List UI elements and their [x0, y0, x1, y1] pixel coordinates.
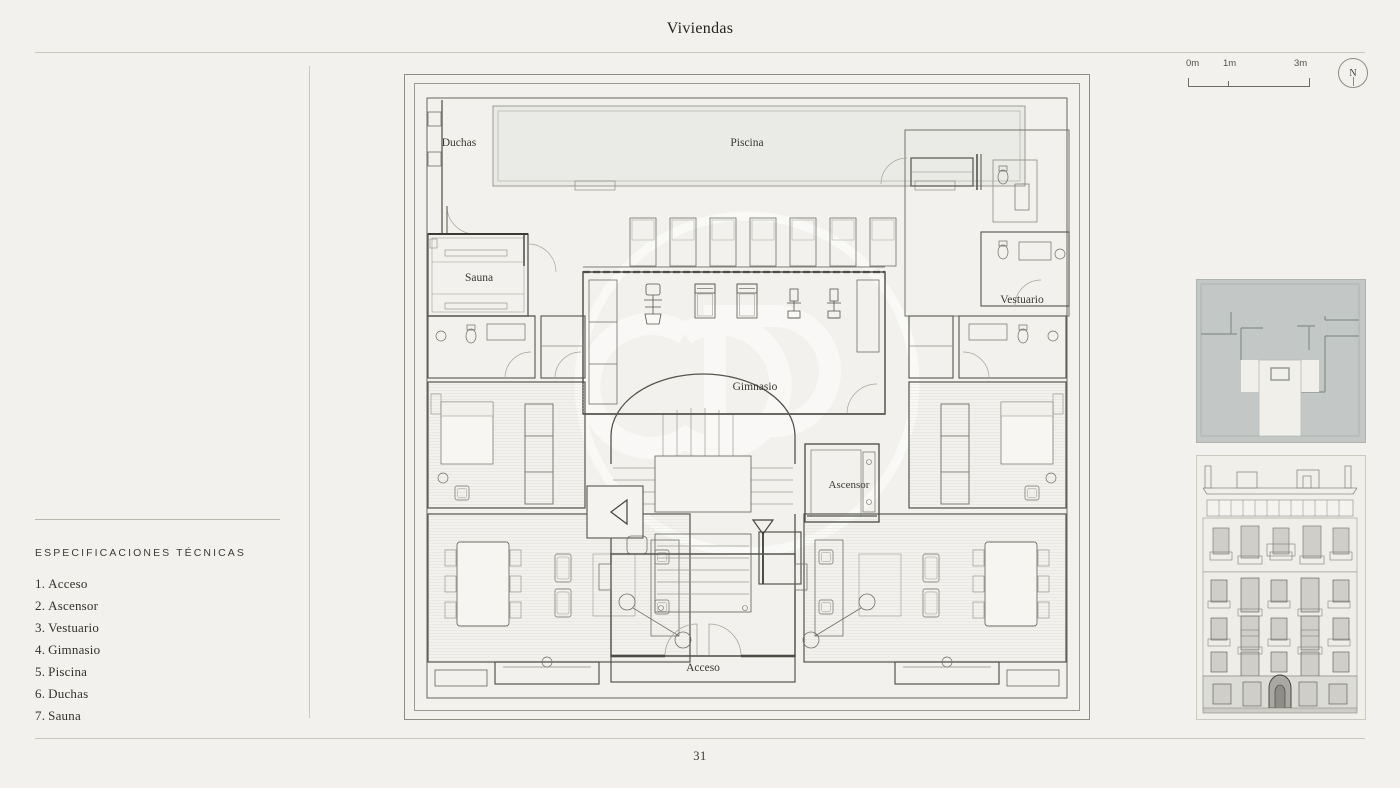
spec-number: 2. — [35, 598, 46, 613]
room-label-sauna: Sauna — [465, 272, 493, 284]
spec-label: Duchas — [48, 686, 89, 701]
scale-tick-0 — [1188, 78, 1189, 87]
sauna-area — [427, 205, 557, 317]
facade-elevation-svg — [1197, 456, 1363, 717]
spec-number: 3. — [35, 620, 46, 635]
room-label-piscina: Piscina — [730, 137, 763, 149]
scale-bar: 0m 1m 3m — [1186, 58, 1316, 92]
spec-number: 1. — [35, 576, 46, 591]
page-number: 31 — [693, 749, 707, 763]
scale-bar-labels: 0m 1m 3m — [1186, 58, 1316, 71]
spec-label: Sauna — [48, 708, 81, 723]
room-label-ascensor: Ascensor — [829, 479, 870, 491]
scale-bar-graphic — [1188, 78, 1310, 87]
list-item: 2.Ascensor — [35, 595, 285, 617]
list-item: 3.Vestuario — [35, 617, 285, 639]
scale-label-1m: 1m — [1223, 58, 1237, 69]
list-item: 5.Piscina — [35, 661, 285, 683]
spec-number: 4. — [35, 642, 46, 657]
section-marker-right — [751, 519, 775, 536]
spec-number: 7. — [35, 708, 46, 723]
page-title: Viviendas — [666, 20, 734, 37]
scale-bar-line — [1188, 86, 1310, 87]
apartment-right — [802, 315, 1067, 687]
footer-divider — [35, 738, 1365, 739]
spec-label: Piscina — [48, 664, 88, 679]
site-plan-svg — [1197, 280, 1363, 440]
spec-label: Gimnasio — [48, 642, 101, 657]
spec-number: 5. — [35, 664, 46, 679]
scale-tick-1 — [1228, 81, 1229, 87]
apartment-left — [427, 315, 692, 687]
north-label: N — [1349, 67, 1357, 79]
list-item: 7.Sauna — [35, 705, 285, 727]
scale-label-3m: 3m — [1294, 58, 1308, 69]
spec-label: Vestuario — [48, 620, 100, 635]
specifications-list: 1.Acceso 2.Ascensor 3.Vestuario 4.Gimnas… — [35, 573, 285, 727]
list-item: 4.Gimnasio — [35, 639, 285, 661]
specifications-heading: ESPECIFICACIONES TÉCNICAS — [35, 547, 247, 559]
list-item: 1.Acceso — [35, 573, 285, 595]
site-plan-thumbnail[interactable] — [1196, 279, 1366, 443]
header-divider — [35, 52, 1365, 53]
spec-label: Ascensor — [48, 598, 99, 613]
list-item: 6.Duchas — [35, 683, 285, 705]
room-label-duchas: Duchas — [442, 137, 477, 149]
floorplan-drawing: Piscina Duchas Sauna Vestuario Gimnasio … — [414, 83, 1080, 711]
room-label-vestuario: Vestuario — [1000, 294, 1044, 306]
floorplan-frame: Piscina Duchas Sauna Vestuario Gimnasio … — [404, 74, 1090, 720]
north-arrow-icon: N — [1338, 58, 1368, 88]
room-label-acceso: Acceso — [686, 662, 720, 674]
room-label-gimnasio: Gimnasio — [733, 381, 778, 393]
spec-label: Acceso — [48, 576, 88, 591]
scale-label-0m: 0m — [1186, 58, 1200, 69]
floorplan-svg: Piscina Duchas Sauna Vestuario Gimnasio … — [426, 97, 1070, 699]
specifications-divider — [35, 519, 280, 520]
scale-tick-3 — [1309, 78, 1310, 87]
pool-area — [492, 105, 1026, 191]
spec-number: 6. — [35, 686, 46, 701]
pool-loungers — [629, 217, 897, 267]
elevator-area — [804, 443, 880, 523]
showers-area — [427, 100, 443, 234]
column-divider — [309, 66, 310, 718]
core-stair-area — [583, 373, 885, 683]
facade-elevation-thumbnail[interactable] — [1196, 455, 1366, 720]
north-needle — [1352, 77, 1354, 86]
section-marker-left — [586, 485, 644, 539]
